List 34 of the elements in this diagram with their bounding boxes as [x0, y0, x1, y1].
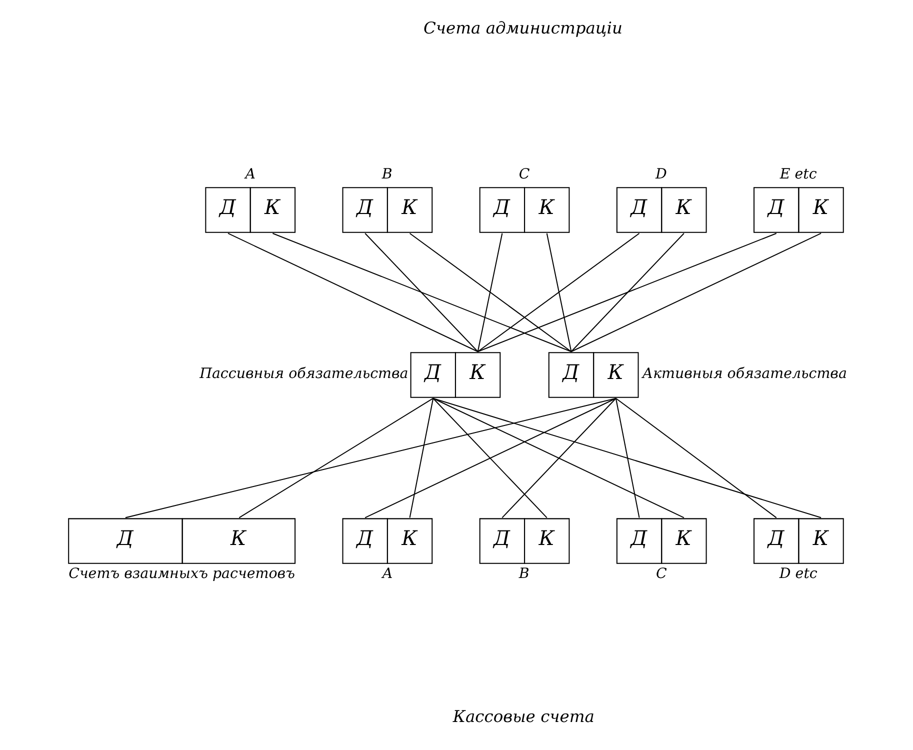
connector [570, 232, 821, 352]
connector [432, 398, 547, 518]
node-label: E etc [779, 166, 816, 183]
node-label: D etc [778, 566, 817, 582]
node-label: Активныя обязательства [642, 366, 846, 382]
connector [615, 398, 776, 518]
connector [364, 233, 478, 352]
connector [546, 233, 572, 352]
connector [501, 398, 616, 518]
node-label: A [244, 166, 256, 183]
connector [614, 398, 640, 518]
connector [227, 232, 478, 352]
connector [238, 398, 433, 518]
connector [477, 232, 640, 352]
node-label: B [518, 566, 529, 582]
connector [570, 233, 684, 352]
node-label: C [656, 566, 666, 582]
connector [432, 398, 821, 518]
connector [476, 233, 502, 352]
node-label: D [655, 166, 666, 183]
connector [408, 232, 572, 352]
label: Кассовые счета [452, 707, 594, 726]
node-label: Счетъ взаимныхъ расчетовъ [68, 566, 294, 582]
connector [408, 398, 434, 518]
connector [477, 232, 776, 352]
connector [432, 398, 684, 518]
node-label: A [382, 566, 392, 582]
node-label: Пассивныя обязательства [199, 366, 408, 382]
node-label: C [518, 166, 530, 183]
node-label: B [381, 166, 392, 183]
connector [272, 232, 571, 352]
connector [124, 398, 616, 518]
label: Счета администрацiи [422, 18, 622, 38]
connector [364, 398, 616, 518]
